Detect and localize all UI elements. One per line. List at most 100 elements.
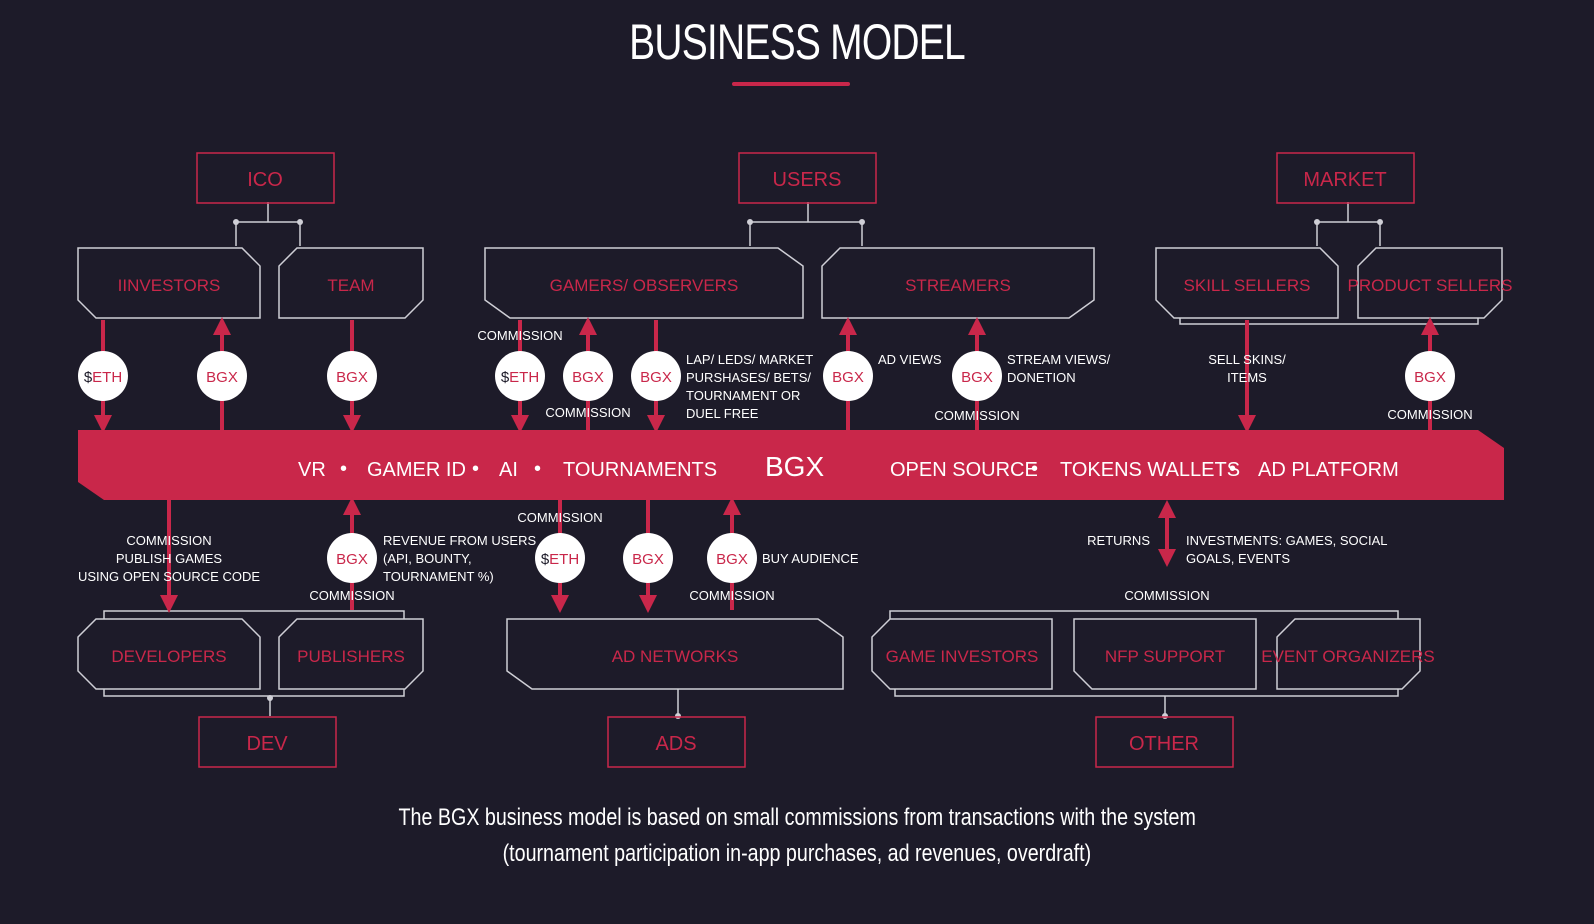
bar-sep-2: • — [472, 458, 479, 480]
team-box: TEAM — [278, 247, 424, 319]
top-connectors — [235, 202, 1479, 325]
ad-views-label: AD VIEWS — [878, 352, 942, 367]
game-investors-box: GAME INVESTORS — [871, 618, 1053, 690]
market-label: MARKET — [1303, 169, 1386, 191]
svg-text:$ETH: $ETH — [501, 369, 539, 386]
sell-skins-line: SELL SKINS/ — [1208, 352, 1286, 367]
eth-token: $ETH — [535, 533, 585, 583]
bgx-token: BGX — [623, 533, 673, 583]
bgx-platform-bar: VR • GAMER ID • AI • TOURNAMENTS BGX OPE… — [78, 430, 1504, 500]
dollar-sign: $ — [84, 369, 93, 386]
stream-views-line: DONETION — [1007, 370, 1076, 385]
gamers-observers-box: GAMERS/ OBSERVERS — [484, 247, 804, 319]
commission-label: COMMISSION — [1124, 588, 1209, 603]
team-label: TEAM — [327, 276, 374, 295]
investors-label: IINVESTORS — [118, 276, 221, 295]
market-box: MARKET — [1276, 152, 1415, 204]
bar-sep-5: • — [1229, 458, 1236, 480]
commission-publish-line: COMMISSION — [126, 533, 211, 548]
dollar-sign: $ — [541, 551, 550, 568]
bgx-token: BGX — [197, 351, 247, 401]
investors-box: IINVESTORS — [77, 247, 261, 319]
bar-open-source: OPEN SOURCE — [890, 459, 1038, 481]
bar-sep-3: • — [534, 458, 541, 480]
bgx-token: BGX — [823, 351, 873, 401]
lap-leds-line: LAP/ LEDS/ MARKET — [686, 352, 813, 367]
developers-box: DEVELOPERS — [77, 618, 261, 690]
bgx-token: BGX — [707, 533, 757, 583]
gamers-observers-label: GAMERS/ OBSERVERS — [550, 276, 739, 295]
other-label: OTHER — [1129, 733, 1199, 755]
eth-label: ETH — [92, 369, 122, 386]
bgx-label: BGX — [961, 369, 993, 386]
bgx-token: BGX — [327, 533, 377, 583]
flow-labels: COMMISSION COMMISSION LAP/ LEDS/ MARKET … — [78, 328, 1473, 603]
streamers-label: STREAMERS — [905, 276, 1011, 295]
footer-line-2: (tournament participation in-app purchas… — [502, 840, 1092, 867]
revenue-users-line: TOURNAMENT %) — [383, 569, 494, 584]
ad-networks-label: AD NETWORKS — [612, 647, 739, 666]
footer-line-1: The BGX business model is based on small… — [398, 804, 1196, 831]
svg-text:$ETH: $ETH — [541, 551, 579, 568]
bgx-label: BGX — [572, 369, 604, 386]
dev-box: DEV — [198, 716, 337, 768]
bar-ai: AI — [499, 459, 518, 481]
investments-line: GOALS, EVENTS — [1186, 551, 1290, 566]
svg-text:$ETH: $ETH — [84, 369, 122, 386]
commission-label: COMMISSION — [517, 510, 602, 525]
commission-label: COMMISSION — [934, 408, 1019, 423]
bgx-token: BGX — [327, 351, 377, 401]
bgx-label: BGX — [336, 551, 368, 568]
bgx-label: BGX — [206, 369, 238, 386]
bar-tokens-wallets: TOKENS WALLETS — [1060, 459, 1240, 481]
other-box: OTHER — [1095, 716, 1234, 768]
users-box: USERS — [738, 152, 877, 204]
lap-leds-line: TOURNAMENT OR — [686, 388, 800, 403]
bgx-label: BGX — [1414, 369, 1446, 386]
nfp-support-box: NFP SUPPORT — [1073, 618, 1257, 690]
ico-box: ICO — [196, 152, 335, 204]
publishers-label: PUBLISHERS — [297, 647, 405, 666]
bar-gamer-id: GAMER ID — [367, 459, 466, 481]
lap-leds-line: PURSHASES/ BETS/ — [686, 370, 811, 385]
commission-label: COMMISSION — [477, 328, 562, 343]
dollar-sign: $ — [501, 369, 510, 386]
skill-sellers-box: SKILL SELLERS — [1155, 247, 1339, 319]
connector-dots — [233, 219, 1383, 225]
bar-center-bgx: BGX — [765, 451, 824, 482]
bgx-label: BGX — [716, 551, 748, 568]
bar-sep-4: • — [1031, 458, 1038, 480]
product-sellers-box: PRODUCT SELLERS — [1347, 247, 1513, 319]
bottom-connectors — [103, 610, 1399, 716]
buy-audience-label: BUY AUDIENCE — [762, 551, 859, 566]
returns-label: RETURNS — [1087, 533, 1150, 548]
users-label: USERS — [773, 169, 842, 191]
commission-label: COMMISSION — [545, 405, 630, 420]
investments-line: INVESTMENTS: GAMES, SOCIAL — [1186, 533, 1388, 548]
stream-views-line: STREAM VIEWS/ — [1007, 352, 1111, 367]
title-underline — [732, 82, 850, 86]
bar-tournaments: TOURNAMENTS — [563, 459, 717, 481]
bgx-label: BGX — [832, 369, 864, 386]
commission-publish-line: PUBLISH GAMES — [116, 551, 223, 566]
dev-label: DEV — [246, 733, 288, 755]
game-investors-label: GAME INVESTORS — [886, 647, 1039, 666]
product-sellers-label: PRODUCT SELLERS — [1347, 276, 1512, 295]
bar-vr: VR — [298, 459, 326, 481]
sell-skins-line: ITEMS — [1227, 370, 1267, 385]
commission-label: COMMISSION — [1387, 407, 1472, 422]
commission-publish-line: USING OPEN SOURCE CODE — [78, 569, 260, 584]
eth-label: ETH — [509, 369, 539, 386]
bar-ad-platform: AD PLATFORM — [1258, 459, 1399, 481]
commission-label: COMMISSION — [689, 588, 774, 603]
ads-label: ADS — [655, 733, 696, 755]
bgx-label: BGX — [632, 551, 664, 568]
bgx-label: BGX — [336, 369, 368, 386]
ico-label: ICO — [247, 169, 283, 191]
skill-sellers-label: SKILL SELLERS — [1184, 276, 1311, 295]
bottom-connector-dots — [267, 695, 1168, 719]
revenue-users-line: REVENUE FROM USERS — [383, 533, 536, 548]
bgx-token: BGX — [1405, 351, 1455, 401]
event-organizers-label: EVENT ORGANIZERS — [1261, 647, 1435, 666]
streamers-box: STREAMERS — [821, 247, 1095, 319]
